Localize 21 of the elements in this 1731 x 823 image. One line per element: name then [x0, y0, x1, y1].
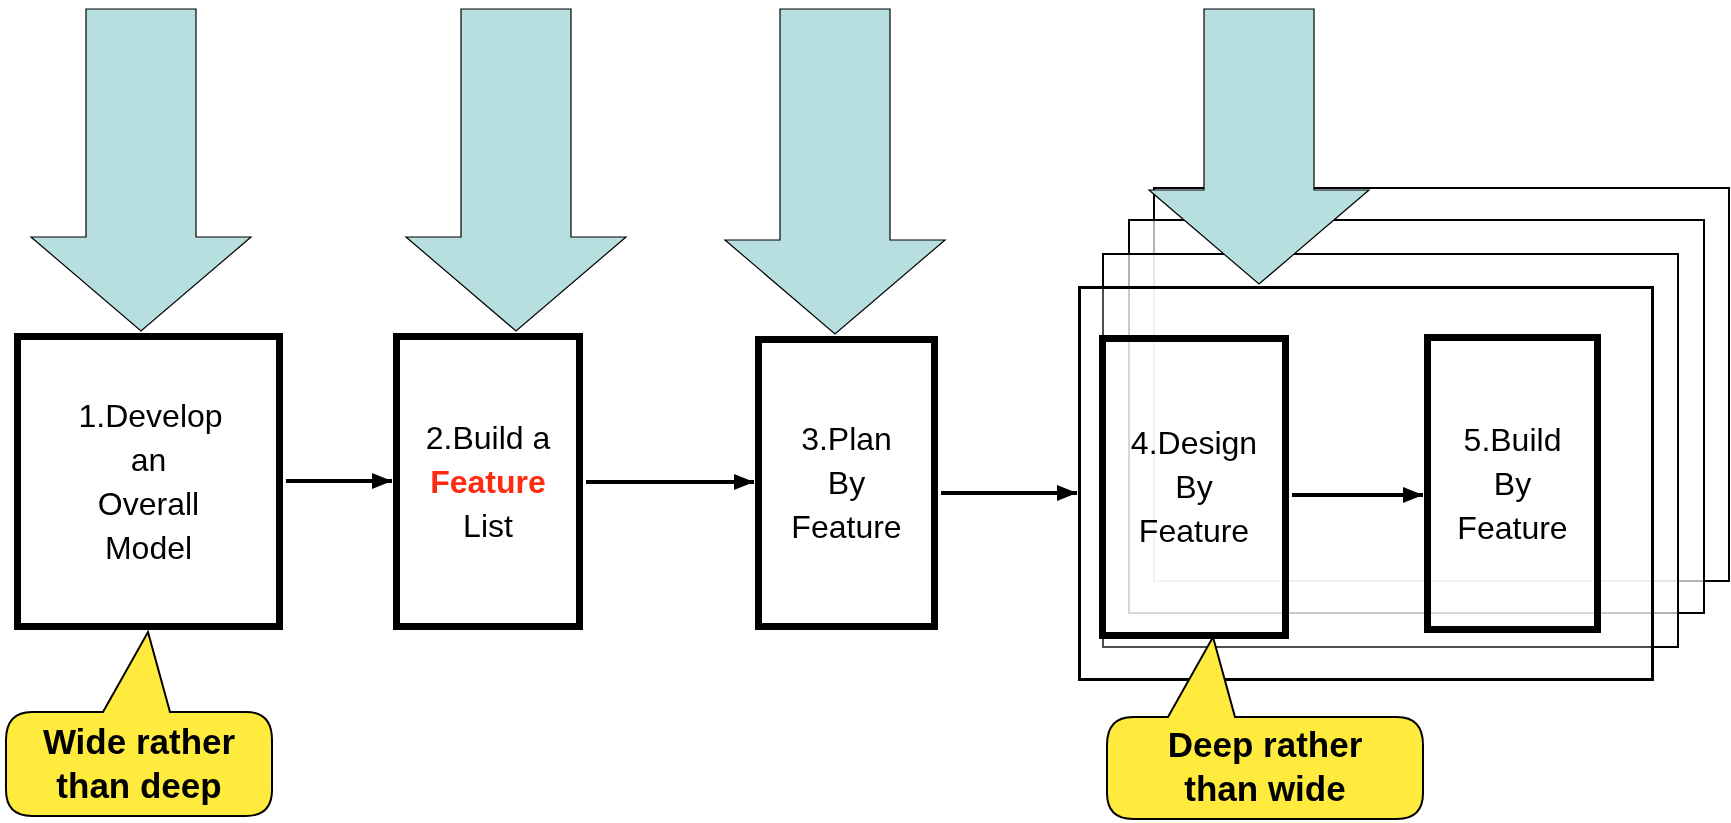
- block-arrow: [723, 8, 947, 335]
- step-label: 1.Develop an Overall Model: [77, 396, 224, 568]
- block-arrow: [1147, 8, 1371, 285]
- arrow: [286, 473, 392, 489]
- group-frame: [1078, 286, 1654, 681]
- arrow: [1292, 487, 1423, 503]
- process-box: [393, 333, 583, 630]
- step-label: 5.Build By Feature: [1456, 420, 1569, 548]
- process-box: [755, 336, 938, 630]
- block-arrow: [404, 8, 628, 332]
- callout-text: Wide rather than deep: [41, 721, 237, 807]
- process-box: [1424, 334, 1601, 633]
- step-label: 3.Plan By Feature: [790, 420, 903, 547]
- block-arrow: [29, 8, 253, 332]
- callout-bubble: [4, 630, 274, 818]
- callout-text: Deep rather than wide: [1166, 724, 1364, 810]
- process-box: [14, 333, 283, 630]
- arrow: [941, 485, 1077, 501]
- step-label: 2.Build a Feature List: [424, 418, 552, 546]
- step-label: 4.Design By Feature: [1129, 424, 1259, 551]
- arrow: [586, 474, 754, 490]
